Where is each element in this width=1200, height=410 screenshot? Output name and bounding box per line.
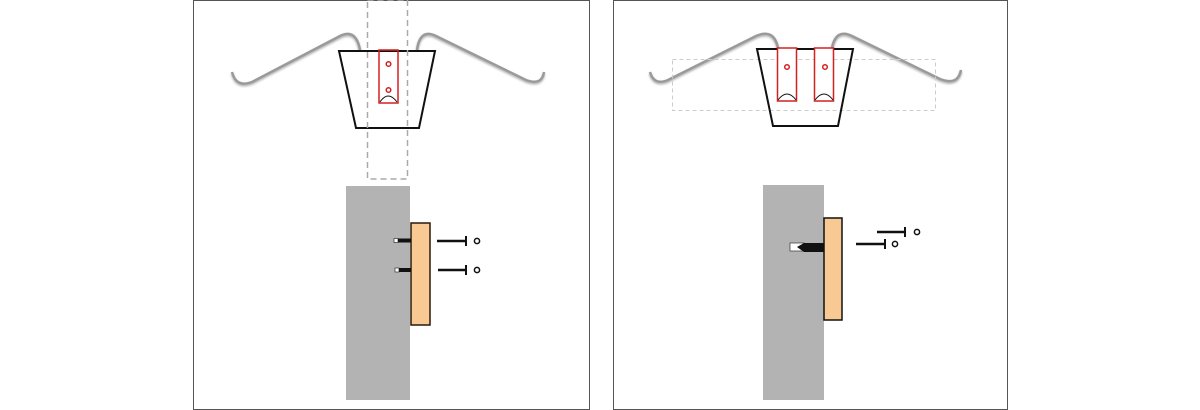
bracket <box>776 47 798 102</box>
installed-screw <box>393 238 411 243</box>
basket <box>337 50 437 129</box>
screw <box>438 265 481 275</box>
wall-anchor <box>789 242 824 252</box>
bracket-hole <box>783 63 791 71</box>
wire-hanger-left <box>648 32 780 83</box>
wood-board <box>410 222 431 326</box>
wall <box>346 186 410 400</box>
detail-guide-box <box>672 59 936 111</box>
screw-head-icon <box>473 266 481 274</box>
screw-head-icon <box>913 228 921 236</box>
bracket-hole <box>385 86 392 94</box>
screw-head-icon <box>473 237 481 245</box>
bracket-hole <box>821 63 829 71</box>
wall <box>763 185 824 400</box>
bracket <box>813 47 835 102</box>
wire-hanger-right <box>830 32 963 83</box>
screw <box>877 227 921 237</box>
screw <box>856 239 899 249</box>
screw <box>437 236 481 246</box>
panel-left <box>193 0 590 410</box>
wood-board <box>823 217 843 321</box>
bracket-hole <box>385 60 392 68</box>
bracket <box>378 49 399 104</box>
screw-head-icon <box>891 240 899 248</box>
panel-right <box>613 0 1008 410</box>
installed-screw <box>394 267 411 273</box>
wire-hanger-right <box>415 32 546 83</box>
wire-hanger-left <box>230 32 362 85</box>
